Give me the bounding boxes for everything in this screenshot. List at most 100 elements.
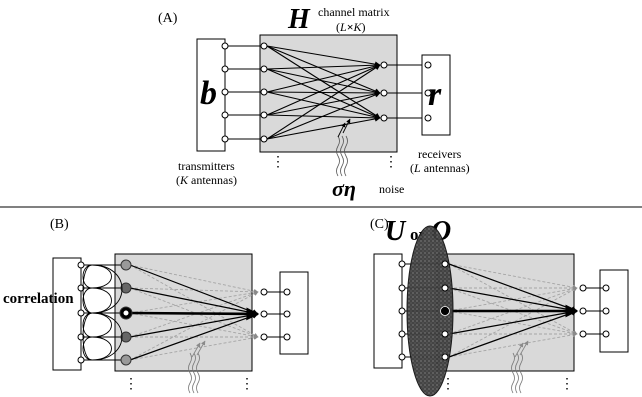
- channel-link-arrow: [266, 62, 381, 70]
- tx-port-circle: [221, 111, 229, 119]
- solid-link: [129, 307, 260, 321]
- dashed-link: [448, 263, 578, 290]
- noise-wave: [192, 352, 196, 394]
- noise-arrow: [196, 340, 206, 356]
- dashed-link: [448, 332, 578, 358]
- correlation-arc: [91, 264, 123, 314]
- rx-port-circle: [602, 330, 610, 338]
- matrix-input-node: [260, 65, 268, 73]
- solid-link: [129, 287, 259, 316]
- channel-link-arrow: [266, 64, 381, 140]
- rx-ellipsis-c: ⋮: [560, 377, 574, 392]
- rx-port-circle: [283, 288, 291, 296]
- panel-a: (A) b H channel matrix (L×K) r ⋮ ⋮ trans…: [158, 4, 470, 201]
- transmit-ports: [221, 42, 268, 143]
- correlated-tx-node: [120, 259, 132, 271]
- solid-link: [129, 313, 259, 361]
- dashed-link: [129, 264, 259, 294]
- transmitter-block-b: [52, 257, 82, 371]
- dashed-link: [129, 287, 259, 295]
- correlated-links: [77, 259, 291, 394]
- solid-link: [129, 264, 259, 315]
- rx-port-circle: [283, 310, 291, 318]
- noise-symbol: ση: [332, 176, 356, 201]
- noise-wave: [519, 352, 523, 394]
- tx-port-circle: [398, 330, 406, 338]
- matrix-input-node: [260, 42, 268, 50]
- matrix-output-node: [260, 288, 268, 296]
- channel-link-arrow: [266, 92, 381, 140]
- receive-symbol: r: [428, 76, 442, 113]
- node-highlight: [123, 310, 129, 316]
- dashed-link: [129, 335, 259, 361]
- noise-wave: [511, 352, 515, 394]
- channel-link-arrow: [266, 45, 381, 67]
- correlated-tx-node: [120, 354, 132, 366]
- transmitter-block: [196, 38, 226, 152]
- tx-ellipsis: ⋮: [271, 155, 285, 170]
- correlated-tx-node: [120, 282, 132, 294]
- correlated-tx-node: [120, 331, 132, 343]
- matrix-output-node: [380, 114, 388, 122]
- panel-b-label: (B): [50, 217, 69, 232]
- dashed-link: [129, 264, 259, 338]
- correlation-arc: [82, 264, 93, 314]
- noise-arrows: [336, 118, 351, 177]
- tx-port-circle: [221, 65, 229, 73]
- tx-port-circle: [221, 135, 229, 143]
- rx-port-circle: [602, 307, 610, 315]
- tx-port-circle: [77, 309, 85, 317]
- transform-input-node: [441, 260, 449, 268]
- channel-link-arrow: [266, 91, 381, 120]
- dashed-link: [448, 287, 578, 335]
- noise-arrow: [514, 342, 524, 358]
- matrix-output-node: [260, 310, 268, 318]
- transmit-symbol: b: [200, 75, 217, 112]
- transformed-links: [398, 260, 610, 394]
- u-symbol: U: [385, 216, 407, 247]
- rx-port-circle: [424, 61, 432, 69]
- noise-label: noise: [379, 182, 404, 196]
- tx-port-circle: [221, 42, 229, 50]
- solid-link: [129, 312, 259, 338]
- dashed-link: [129, 287, 259, 338]
- dashed-link: [448, 287, 578, 335]
- panel-a-label: (A): [158, 11, 178, 26]
- solid-link: [448, 309, 578, 335]
- receivers-sub: (L antennas): [410, 161, 470, 175]
- rx-port-circle: [424, 114, 432, 122]
- transform-ports: [440, 260, 450, 361]
- transform-center-node: [440, 306, 450, 316]
- matrix-output-node: [380, 89, 388, 97]
- transform-input-node: [441, 353, 449, 361]
- channel-link-arrow: [266, 64, 381, 116]
- matrix-input-node: [260, 88, 268, 96]
- matrix-input-node: [260, 135, 268, 143]
- tx-port-circle: [77, 356, 85, 364]
- panel-c: (C) U or O ⋮ ⋮: [370, 216, 629, 397]
- panel-c-label: (C): [370, 217, 389, 232]
- receive-ports: [380, 61, 432, 122]
- channel-link-arrow: [266, 68, 381, 95]
- noise-wave: [188, 352, 192, 394]
- tx-ellipsis-c: ⋮: [441, 377, 455, 392]
- rx-ellipsis: ⋮: [384, 155, 398, 170]
- noise-wave: [196, 352, 200, 394]
- matrix-output-node: [579, 284, 587, 292]
- matrix-input-node: [260, 111, 268, 119]
- solid-link: [448, 287, 578, 313]
- channel-link-arrow: [266, 63, 381, 93]
- matrix-output-node: [260, 333, 268, 341]
- tx-port-circle: [398, 284, 406, 292]
- receivers-label: receivers: [418, 147, 462, 161]
- transmitters-label: transmitters: [178, 159, 235, 173]
- correlation-arc: [91, 312, 123, 361]
- channel-link-arrow: [266, 45, 381, 119]
- tx-port-circle: [398, 307, 406, 315]
- tx-ellipsis-b: ⋮: [124, 377, 138, 392]
- channel-link-arrow: [266, 68, 381, 119]
- tx-port-circle: [221, 88, 229, 96]
- channel-link-arrow: [266, 91, 381, 116]
- transform-input-node: [441, 330, 449, 338]
- channel-link-arrow: [266, 90, 381, 96]
